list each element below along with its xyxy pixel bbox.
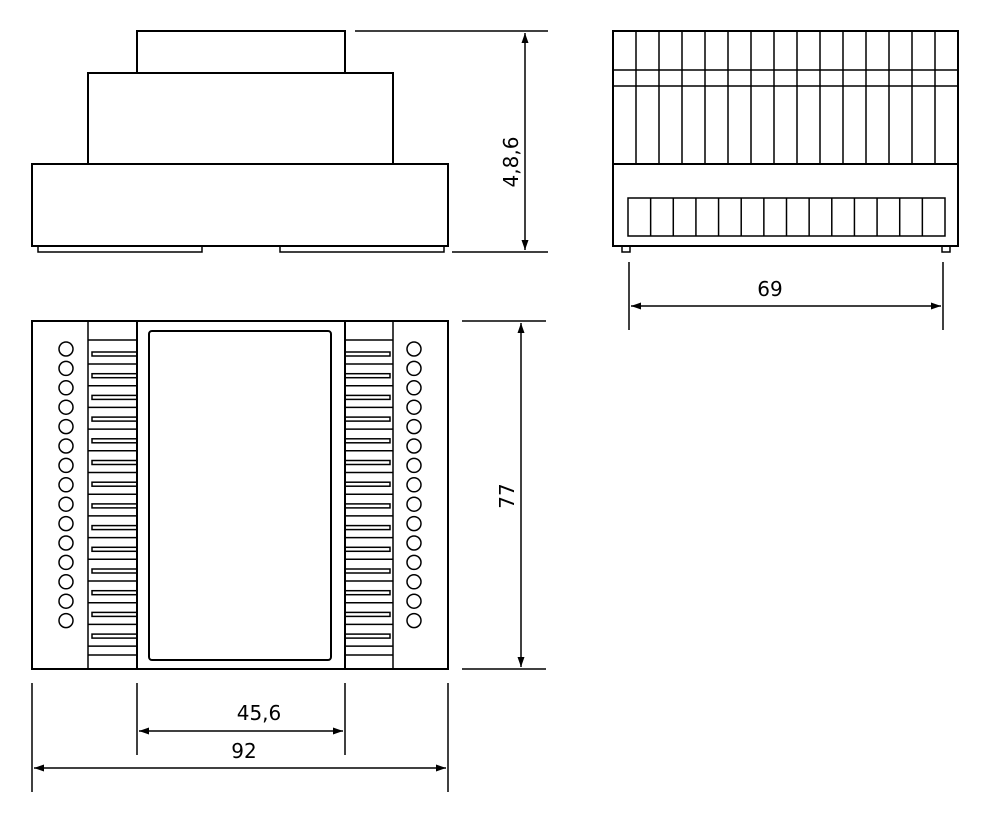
screw-hole xyxy=(406,418,422,435)
dimension-label-height-side: 4,8,6 xyxy=(499,137,523,188)
terminal-blade xyxy=(344,633,391,639)
screw-hole xyxy=(406,593,422,609)
dimension-label-depth-end: 69 xyxy=(757,277,782,301)
screw-hole xyxy=(58,574,74,590)
screw-hole xyxy=(406,477,422,493)
terminal-blade xyxy=(91,416,138,422)
screw-hole xyxy=(406,341,422,357)
side-view-foot-left xyxy=(37,245,203,253)
top-view-right-screw-holes xyxy=(406,341,422,629)
screw-hole xyxy=(406,574,422,590)
side-view-middle-block xyxy=(87,72,394,165)
screw-hole xyxy=(58,418,74,435)
terminal-blade xyxy=(91,394,138,401)
terminal-blade xyxy=(344,589,391,596)
screw-hole xyxy=(406,457,422,474)
screw-hole xyxy=(58,496,74,512)
terminal-blade xyxy=(344,416,391,422)
top-view-right-terminals xyxy=(344,339,393,656)
top-view-window xyxy=(148,330,332,661)
top-view-left-terminals xyxy=(88,339,138,656)
height-dimension-top: 77 xyxy=(462,320,546,670)
side-view-base-block xyxy=(31,163,449,247)
terminal-blade xyxy=(344,524,391,531)
side-view-foot-right xyxy=(279,245,445,253)
dimension-label-total-width: 92 xyxy=(231,739,256,763)
screw-hole xyxy=(406,399,422,415)
terminal-blade xyxy=(91,351,138,357)
screw-hole xyxy=(58,438,74,454)
dimension-label-window-width: 45,6 xyxy=(237,701,282,725)
screw-hole xyxy=(58,341,74,357)
top-view: 77 45,6 92 xyxy=(31,320,546,792)
screw-hole xyxy=(406,380,422,396)
total-width-dimension: 92 xyxy=(31,683,449,792)
top-view-left-screw-holes xyxy=(58,341,74,629)
terminal-blade xyxy=(91,611,138,618)
screw-hole xyxy=(406,554,422,571)
terminal-blade xyxy=(91,524,138,531)
terminal-blade xyxy=(91,546,138,553)
top-view-center-block xyxy=(136,320,346,670)
screw-hole xyxy=(406,438,422,454)
terminal-blade xyxy=(344,546,391,553)
window-width-dimension: 45,6 xyxy=(136,683,346,755)
terminal-blade xyxy=(344,438,391,444)
screw-hole xyxy=(406,612,422,629)
screw-hole xyxy=(58,612,74,629)
terminal-blade xyxy=(91,633,138,639)
end-view-lower-body xyxy=(612,164,959,247)
terminal-blade xyxy=(91,459,138,466)
side-view: 4,8,6 xyxy=(31,30,548,253)
depth-dimension-end: 69 xyxy=(628,262,944,330)
terminal-blade xyxy=(91,372,138,379)
screw-hole xyxy=(406,496,422,512)
terminal-blade xyxy=(91,568,138,574)
terminal-blade xyxy=(344,481,391,487)
screw-hole xyxy=(406,360,422,377)
end-view-terminal-dividers xyxy=(649,198,924,236)
terminal-blade xyxy=(91,589,138,596)
terminal-blade xyxy=(344,611,391,618)
terminal-blade xyxy=(91,481,138,487)
terminal-blade xyxy=(91,438,138,444)
terminal-blade xyxy=(344,351,391,357)
end-view-fin-dividers xyxy=(635,31,936,164)
screw-hole xyxy=(58,535,74,551)
screw-hole xyxy=(58,593,74,609)
screw-hole xyxy=(406,515,422,532)
end-view-foot-left xyxy=(621,245,631,253)
end-view: 69 xyxy=(612,30,959,330)
dimension-label-height-top: 77 xyxy=(495,483,519,508)
end-view-foot-right xyxy=(941,245,951,253)
screw-hole xyxy=(406,535,422,551)
screw-hole xyxy=(58,515,74,532)
terminal-blade xyxy=(344,459,391,466)
screw-hole xyxy=(58,457,74,474)
terminal-blade xyxy=(344,372,391,379)
end-view-fin-block xyxy=(612,30,959,165)
terminal-blade xyxy=(344,568,391,574)
screw-hole xyxy=(58,554,74,571)
screw-hole xyxy=(58,360,74,377)
terminal-blade xyxy=(344,503,391,509)
height-dimension-side: 4,8,6 xyxy=(355,30,548,253)
screw-hole xyxy=(58,399,74,415)
terminal-blade xyxy=(91,503,138,509)
terminal-blade xyxy=(344,394,391,401)
screw-hole xyxy=(58,380,74,396)
side-view-top-block xyxy=(136,30,346,74)
screw-hole xyxy=(58,477,74,493)
